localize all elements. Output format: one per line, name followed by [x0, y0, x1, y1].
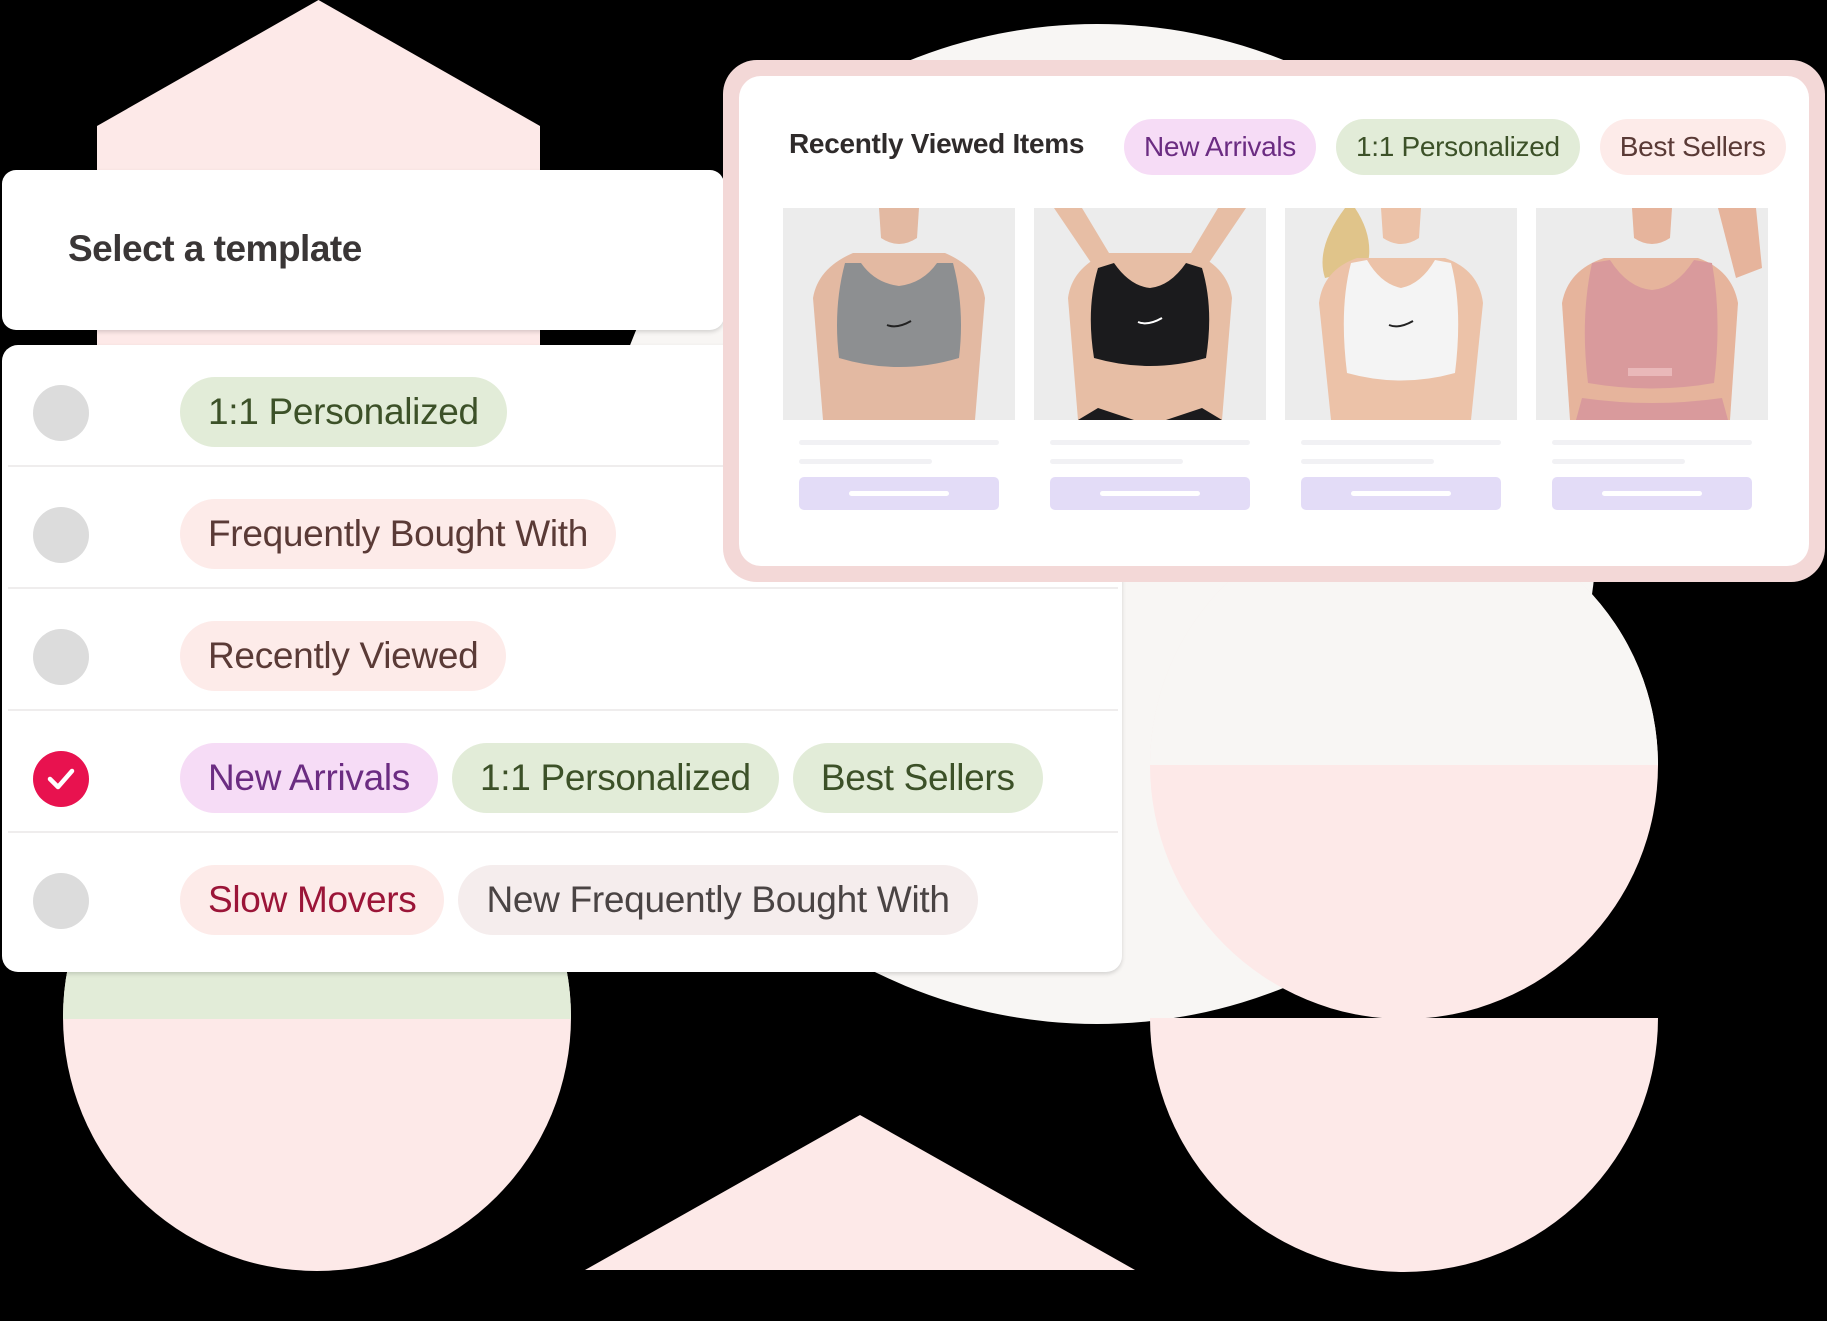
pink-sports-bra-image: [1536, 208, 1768, 420]
template-tag: New Arrivals: [180, 743, 438, 813]
product-image[interactable]: [1285, 208, 1517, 420]
grey-sports-bra-image: [783, 208, 1015, 420]
template-radio[interactable]: [33, 873, 89, 929]
preview-card: Recently Viewed Items New Arrivals 1:1 P…: [723, 60, 1825, 582]
template-row-5[interactable]: Slow Movers New Frequently Bought With: [8, 833, 1118, 955]
preview-tag[interactable]: 1:1 Personalized: [1336, 119, 1580, 175]
decor-triangle: [585, 1115, 1135, 1270]
product-card[interactable]: [1536, 208, 1768, 518]
product-image[interactable]: [783, 208, 1015, 420]
preview-tags: New Arrivals 1:1 Personalized Best Selle…: [1124, 119, 1786, 175]
product-card[interactable]: [783, 208, 1015, 518]
template-tag: Frequently Bought With: [180, 499, 617, 569]
template-tag: Best Sellers: [792, 743, 1043, 813]
decor-right-circle: [1150, 511, 1658, 1019]
white-sports-bra-image: [1285, 208, 1517, 420]
preview-widget: Recently Viewed Items New Arrivals 1:1 P…: [739, 76, 1809, 566]
template-radio[interactable]: [33, 385, 89, 441]
template-tag: 1:1 Personalized: [452, 743, 779, 813]
preview-tag[interactable]: Best Sellers: [1599, 119, 1786, 175]
product-button[interactable]: [1050, 477, 1250, 510]
product-card[interactable]: [1034, 208, 1266, 518]
checkmark-icon: [47, 768, 75, 790]
template-radio[interactable]: [33, 507, 89, 563]
template-tag: 1:1 Personalized: [180, 377, 507, 447]
template-tag: Slow Movers: [180, 865, 445, 935]
template-row-1[interactable]: 1:1 Personalized: [8, 345, 1118, 467]
decor-house-strip: [97, 325, 540, 345]
template-title: Select a template: [68, 228, 362, 269]
preview-title: Recently Viewed Items: [789, 128, 1085, 159]
decor-half-disc: [1150, 1018, 1658, 1272]
decor-house-shape: [97, 0, 540, 180]
black-sports-bra-image: [1034, 208, 1266, 420]
template-list: 1:1 Personalized Frequently Bought With …: [2, 345, 1122, 972]
product-button[interactable]: [1552, 477, 1752, 510]
preview-tag[interactable]: New Arrivals: [1124, 119, 1316, 175]
template-radio-selected[interactable]: [33, 751, 89, 807]
template-row-4[interactable]: New Arrivals 1:1 Personalized Best Selle…: [8, 711, 1118, 833]
product-button[interactable]: [799, 477, 999, 510]
product-card[interactable]: [1285, 208, 1517, 518]
template-row-2[interactable]: Frequently Bought With: [8, 467, 1118, 589]
template-tag: New Frequently Bought With: [458, 865, 978, 935]
product-image[interactable]: [1034, 208, 1266, 420]
template-row-3[interactable]: Recently Viewed: [8, 589, 1118, 711]
template-radio[interactable]: [33, 629, 89, 685]
product-image[interactable]: [1536, 208, 1768, 420]
template-header-card: Select a template: [2, 170, 724, 330]
template-tag: Recently Viewed: [180, 621, 507, 691]
product-button[interactable]: [1301, 477, 1501, 510]
